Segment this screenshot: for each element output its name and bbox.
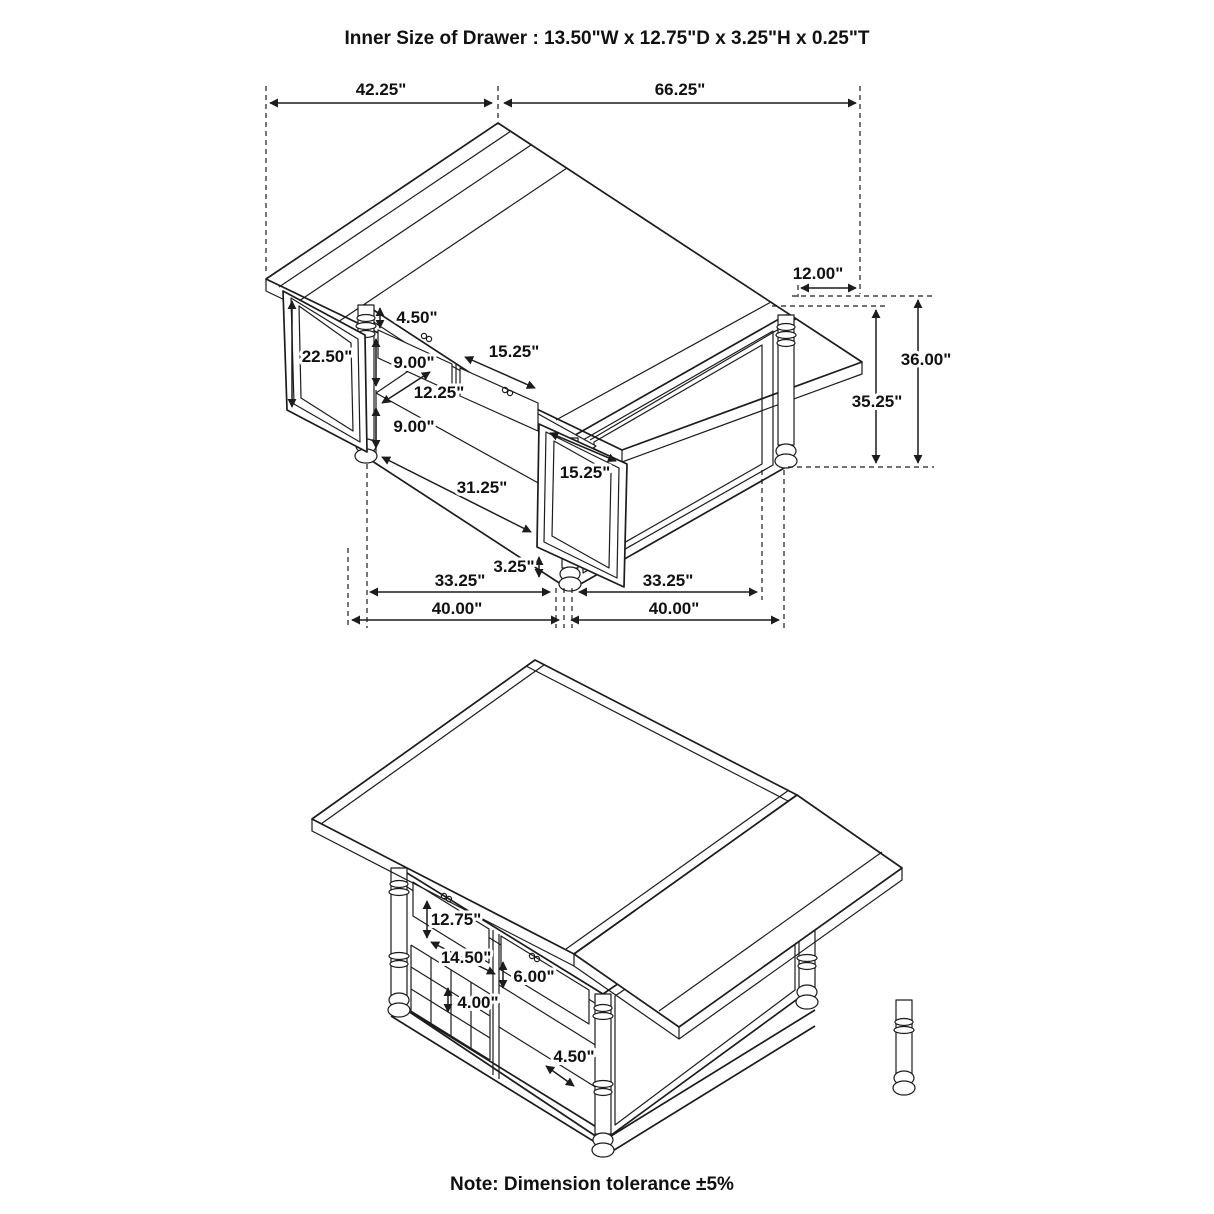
dim-label-opening-width: 31.25" <box>457 478 508 497</box>
dim-label-wine-rack-width: 14.50" <box>441 948 492 967</box>
dim-label-compartment-height: 6.00" <box>513 967 554 986</box>
dim-label-foot-height: 3.25" <box>493 557 534 576</box>
dim-label-left-door-height: 22.50" <box>302 347 353 366</box>
top-view-dimensions: 4.50" 22.50" 9.00" 15.25" 12.25" 9.00" 3… <box>287 261 954 628</box>
dim-label-lower-opening-height: 9.00" <box>393 417 434 436</box>
dim-label-overall-height: 36.00" <box>901 350 952 369</box>
drawer-front <box>500 935 590 1025</box>
dim-label-cubby-height: 4.00" <box>457 993 498 1012</box>
base-rail <box>390 999 816 1153</box>
dim-label-height-to-underside: 35.25" <box>852 392 903 411</box>
dim-label-drawer-height: 4.50" <box>396 308 437 327</box>
dim-label-right-door-width: 15.25" <box>560 463 611 482</box>
left-leg-bottom <box>387 867 411 1018</box>
dim-label-drawer-width: 15.25" <box>489 342 540 361</box>
bottom-view-dimensions: 12.75" 14.50" 6.00" 4.00" 4.50" <box>422 900 598 1087</box>
leaf-support-leg <box>892 999 916 1096</box>
tabletop-bottom <box>311 659 903 1040</box>
dim-label-base-width-right: 40.00" <box>649 599 700 618</box>
dim-label-shelf-depth: 12.25" <box>414 383 465 402</box>
dim-top-widths: 42.25" 66.25" <box>265 77 861 294</box>
dim-label-leaf-overhang: 12.00" <box>793 264 844 283</box>
dim-label-drawer-depth: 12.75" <box>431 910 482 929</box>
dim-label-leaf-width: 42.25" <box>356 80 407 99</box>
left-cabinet-door <box>282 290 368 453</box>
bottom-isometric-view: 12.75" 14.50" 6.00" 4.00" 4.50" <box>311 659 916 1158</box>
cabinet-body <box>282 290 798 592</box>
top-isometric-view: 42.25" 66.25" <box>265 77 954 628</box>
tolerance-note: Note: Dimension tolerance ±5% <box>450 1174 734 1195</box>
page-title: Inner Size of Drawer : 13.50"W x 12.75"D… <box>345 28 870 49</box>
dim-label-main-top-width: 66.25" <box>655 80 706 99</box>
dim-label-leg-span-right: 33.25" <box>643 571 694 590</box>
dim-label-base-width-left: 40.00" <box>432 599 483 618</box>
right-leg <box>774 314 798 469</box>
right-cabinet-door <box>536 423 628 588</box>
dim-label-upper-opening-height: 9.00" <box>393 353 434 372</box>
dim-label-cubby-width: 4.50" <box>553 1047 594 1066</box>
dim-label-leg-span-left: 33.25" <box>435 571 486 590</box>
front-corner-leg-bottom <box>591 993 615 1158</box>
open-shelves <box>498 984 598 1089</box>
